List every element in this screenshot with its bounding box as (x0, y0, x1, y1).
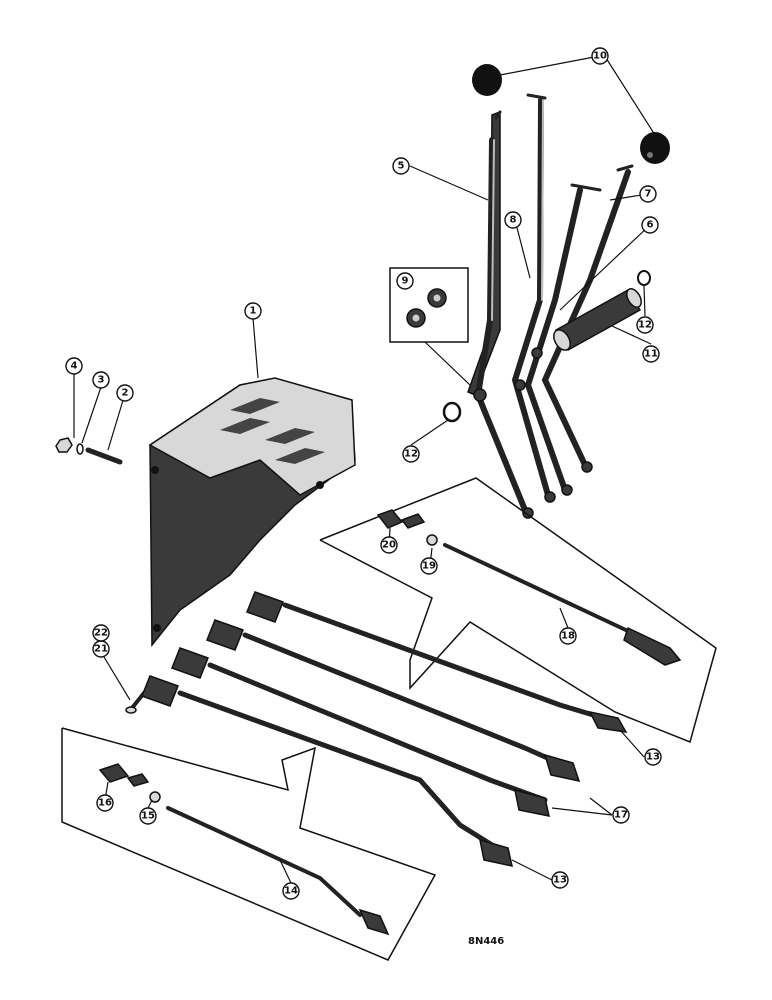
svg-text:1: 1 (250, 306, 257, 317)
svg-text:14: 14 (284, 886, 298, 897)
callout-1: 1 (244, 302, 262, 320)
callout-13-lower: 13 (551, 871, 569, 889)
callout-13-upper: 13 (644, 748, 662, 766)
callout-8: 8 (504, 211, 522, 229)
callout-4: 4 (65, 357, 83, 375)
callout-6: 6 (641, 216, 659, 234)
callout-12-lower: 12 (402, 445, 420, 463)
leader-lines (73, 56, 656, 884)
svg-text:8: 8 (510, 215, 517, 226)
svg-text:22: 22 (94, 628, 108, 639)
rod-14-detail-box (61, 727, 437, 961)
callout-19: 19 (420, 557, 438, 575)
svg-text:21: 21 (94, 644, 108, 655)
svg-text:13: 13 (553, 875, 567, 886)
callout-9: 9 (396, 272, 414, 290)
svg-text:13: 13 (646, 752, 660, 763)
lever-knobs (472, 64, 670, 164)
svg-text:12: 12 (404, 449, 418, 460)
svg-text:3: 3 (98, 375, 105, 386)
svg-text:15: 15 (141, 811, 155, 822)
snap-ring-lower (442, 401, 462, 423)
callout-17: 17 (612, 806, 630, 824)
callout-16: 16 (96, 794, 114, 812)
callout-22: 22 (92, 624, 110, 642)
callout-15: 15 (139, 807, 157, 825)
svg-text:18: 18 (561, 631, 575, 642)
snap-ring-upper (637, 270, 651, 286)
svg-text:4: 4 (71, 361, 78, 372)
svg-text:17: 17 (614, 810, 628, 821)
callout-14: 14 (282, 882, 300, 900)
drawing-code: 8N446 (468, 936, 504, 947)
bushing-detail-box (389, 267, 471, 386)
callout-10: 10 (591, 47, 609, 65)
shift-rods (141, 591, 628, 867)
callout-18: 18 (559, 627, 577, 645)
callout-3: 3 (92, 371, 110, 389)
svg-text:19: 19 (422, 561, 436, 572)
svg-text:5: 5 (398, 161, 405, 172)
callout-21: 21 (92, 640, 110, 658)
svg-text:10: 10 (593, 51, 607, 62)
callout-7: 7 (639, 185, 657, 203)
svg-text:7: 7 (645, 189, 652, 200)
callout-2: 2 (116, 384, 134, 402)
svg-text:2: 2 (122, 388, 129, 399)
svg-text:12: 12 (638, 320, 652, 331)
callout-5: 5 (392, 157, 410, 175)
svg-text:16: 16 (98, 798, 112, 809)
callout-12-upper: 12 (636, 316, 654, 334)
svg-text:6: 6 (647, 220, 654, 231)
callout-11: 11 (642, 345, 660, 363)
cover-hardware (55, 437, 123, 465)
shift-cover (148, 377, 356, 648)
svg-text:9: 9 (402, 276, 409, 287)
rod-18-detail-box (319, 477, 717, 744)
lever-grip-sleeve (553, 288, 642, 352)
callout-20: 20 (380, 536, 398, 554)
svg-text:20: 20 (382, 540, 396, 551)
svg-text:11: 11 (644, 349, 658, 360)
